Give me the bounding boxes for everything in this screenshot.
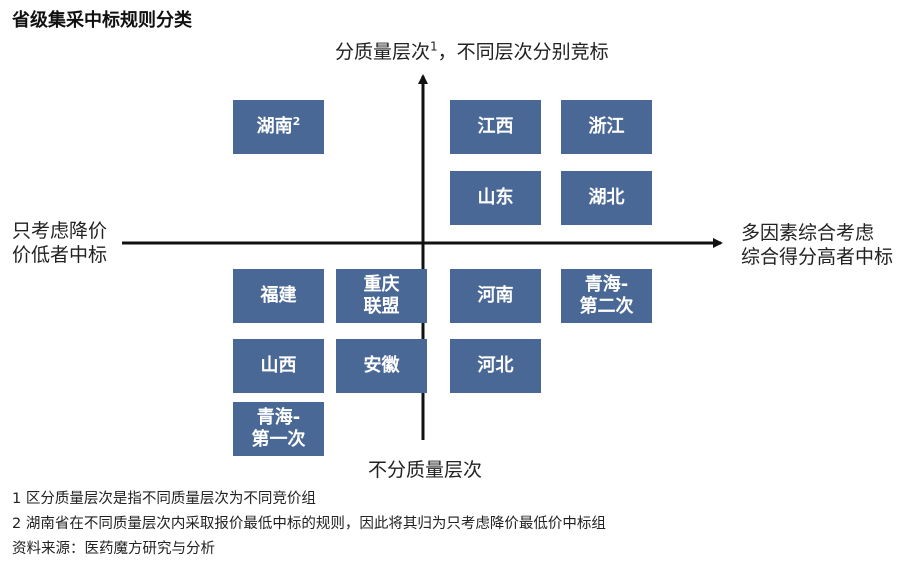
province-box-hubei: 湖北 [561, 171, 652, 225]
axis-label-top: 分质量层次1，不同层次分别竞标 [335, 39, 609, 63]
footnote-2: 2 湖南省在不同质量层次内采取报价最低中标的规则，因此将其归为只考虑降价最低价中… [12, 516, 606, 532]
footnote-1: 1 区分质量层次是指不同质量层次为不同竞价组 [12, 491, 316, 507]
source-note: 资料来源：医药魔方研究与分析 [12, 541, 215, 557]
province-box-henan: 河南 [450, 269, 541, 323]
province-box-zhejiang: 浙江 [561, 100, 652, 154]
province-box-qinghai-second: 青海- 第二次 [561, 269, 652, 323]
province-box-chongqing: 重庆 联盟 [336, 269, 427, 323]
axis-label-left: 只考虑降价 价低者中标 [12, 220, 108, 266]
province-box-fujian: 福建 [233, 269, 324, 323]
province-box-shanxi: 山西 [233, 339, 324, 393]
province-box-qinghai-first: 青海- 第一次 [233, 402, 324, 456]
province-box-anhui: 安徽 [336, 339, 427, 393]
province-box-hebei: 河北 [450, 339, 541, 393]
province-box-hunan: 湖南2 [233, 100, 324, 154]
axis-label-right: 多因素综合考虑 综合得分高者中标 [741, 222, 894, 268]
page-title: 省级集采中标规则分类 [12, 10, 192, 31]
axis-label-bottom: 不分质量层次 [368, 459, 483, 481]
province-box-shandong: 山东 [450, 171, 541, 225]
province-box-jiangxi: 江西 [450, 100, 541, 154]
